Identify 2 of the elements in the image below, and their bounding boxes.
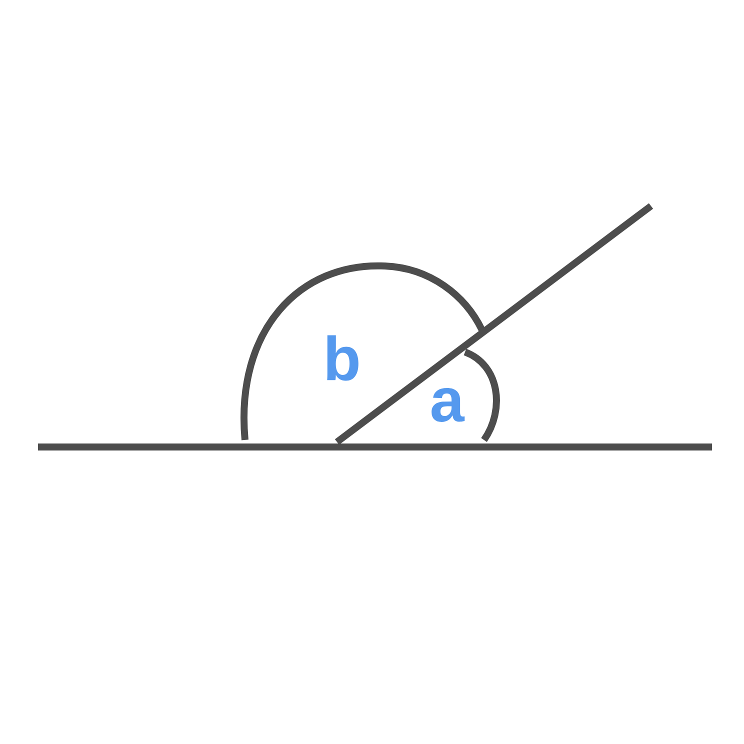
angle-label: a (432, 388, 465, 422)
angle-label: b (327, 335, 358, 381)
